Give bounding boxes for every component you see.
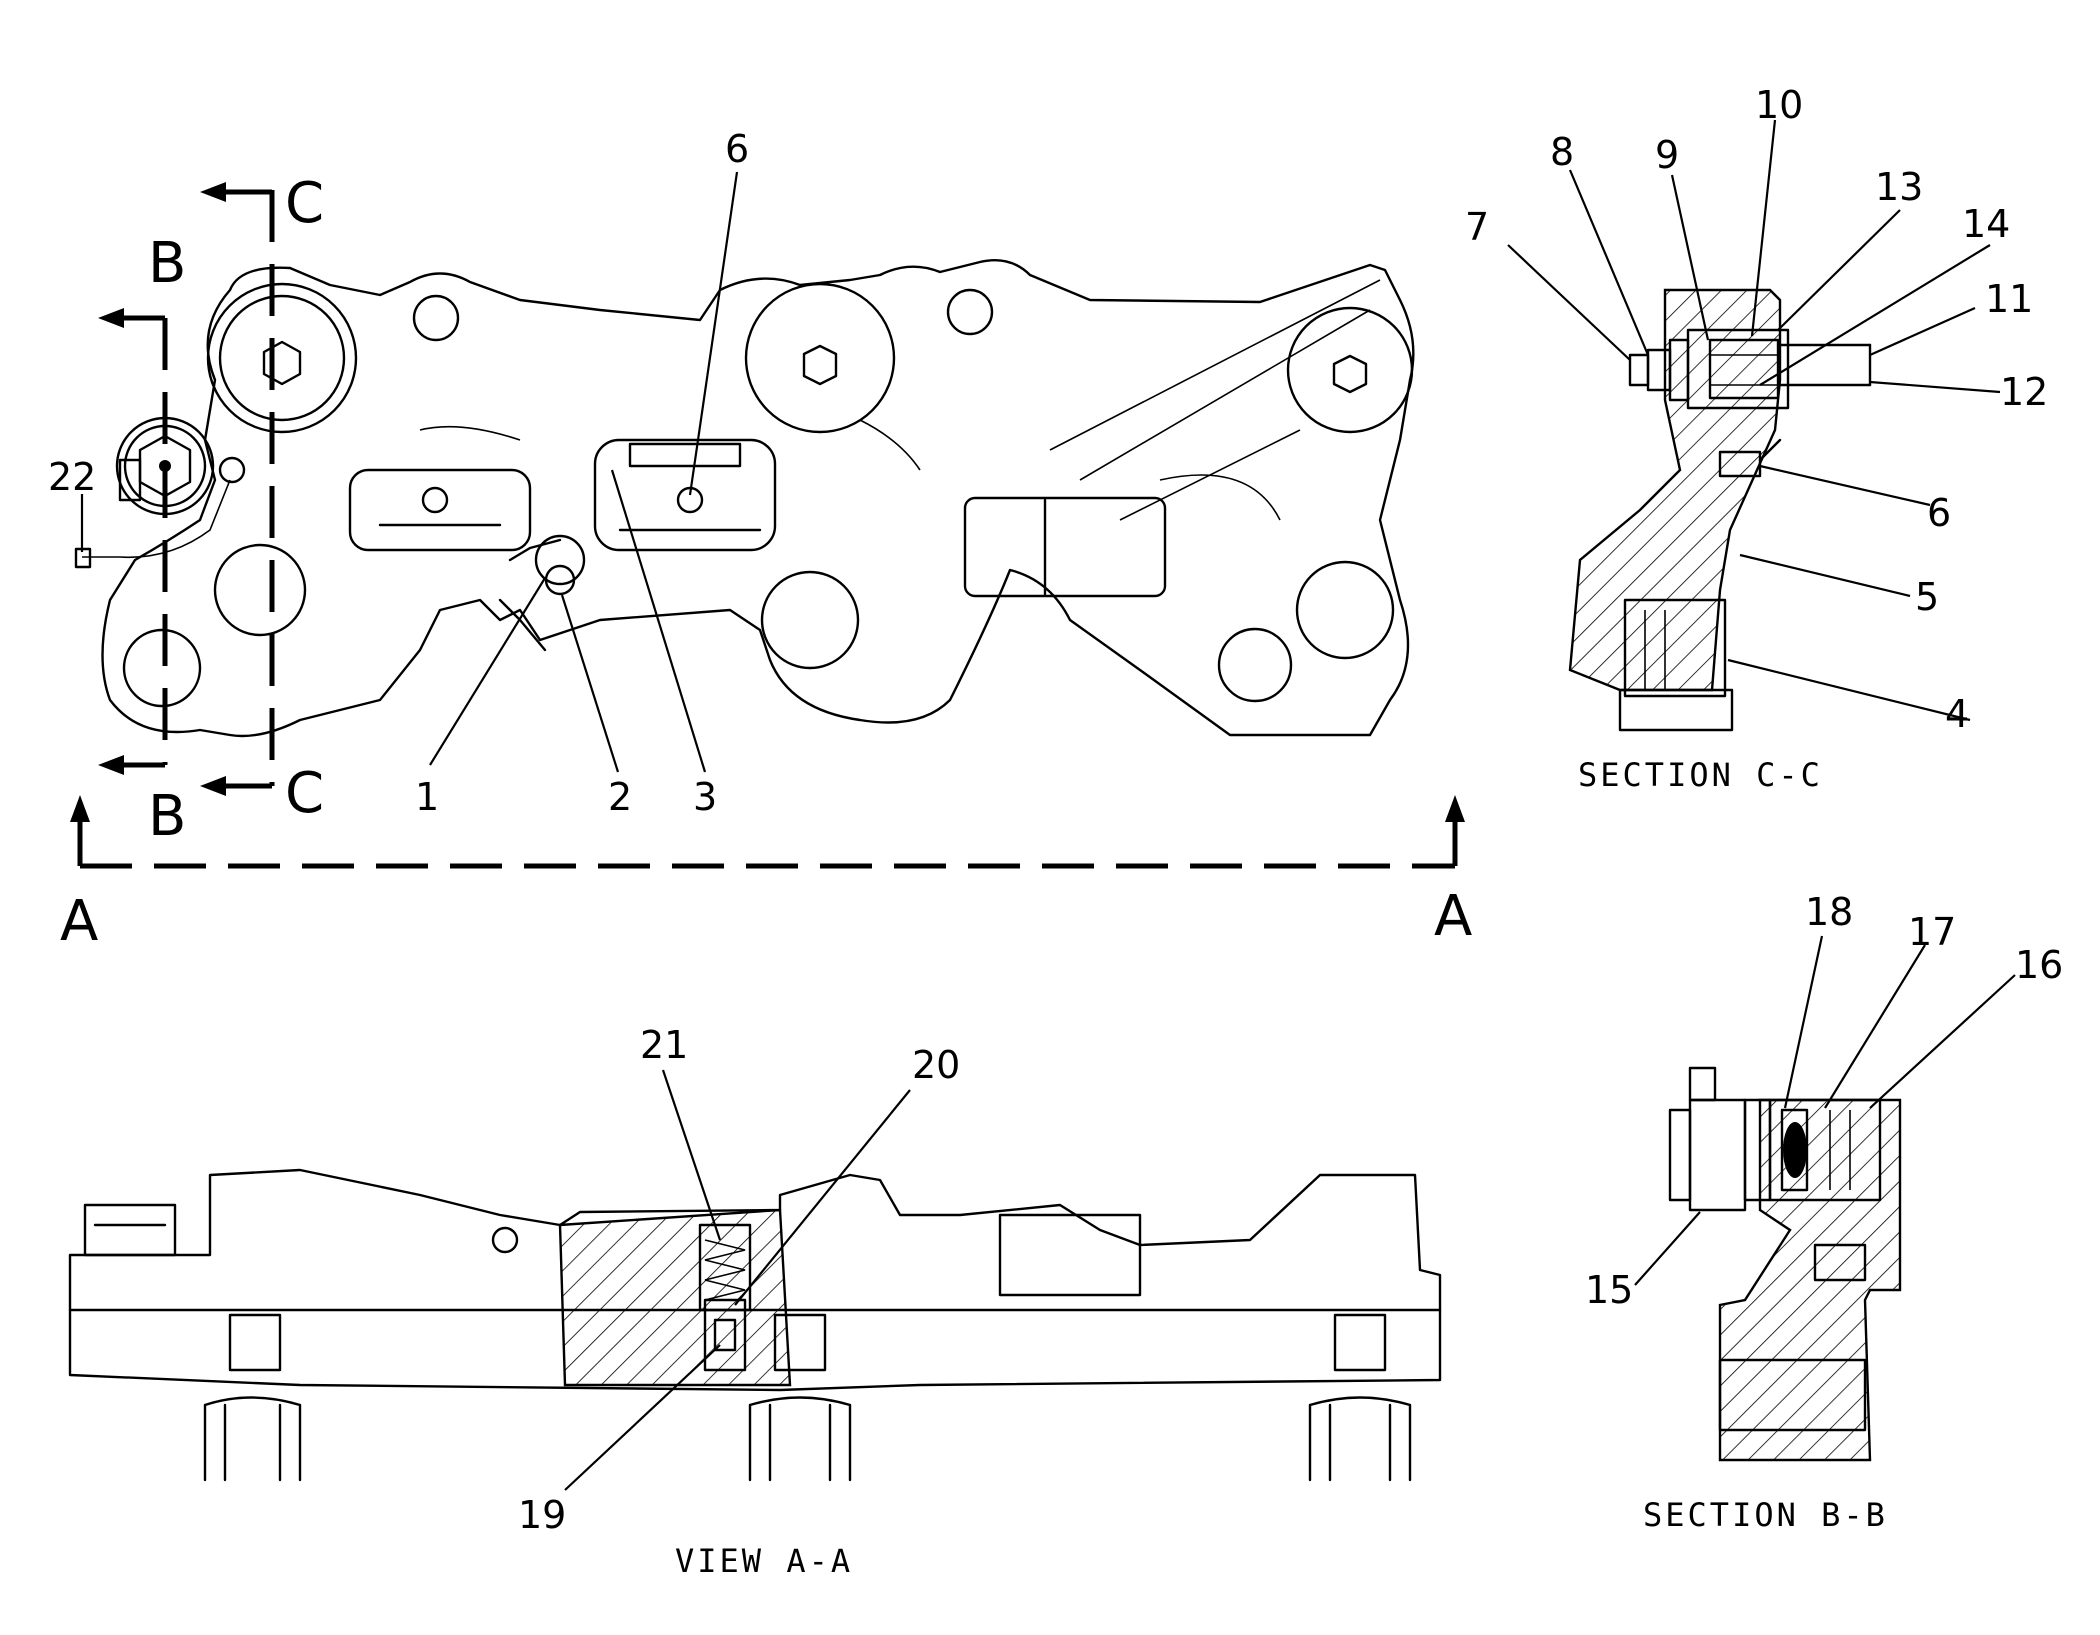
section-letter-c-top: C — [285, 171, 324, 236]
callout-15: 15 — [1585, 1268, 1633, 1312]
section-cc — [1568, 288, 1872, 732]
view-aa-leaders — [564, 1069, 911, 1491]
callout-2: 2 — [608, 775, 632, 819]
callout-3: 3 — [693, 775, 717, 819]
callout-9: 9 — [1655, 133, 1679, 177]
caption-section-bb: SECTION B-B — [1643, 1496, 1888, 1534]
callout-6-top-view: 6 — [725, 127, 749, 171]
view-aa — [68, 1168, 1442, 1482]
callout-20: 20 — [912, 1043, 960, 1087]
callout-6-section-cc: 6 — [1927, 491, 1951, 535]
section-bb — [1668, 1066, 1902, 1462]
callout-18: 18 — [1805, 890, 1853, 934]
callout-1: 1 — [415, 775, 439, 819]
callout-13: 13 — [1875, 165, 1923, 209]
view-line-a — [70, 795, 1465, 869]
callout-5: 5 — [1915, 575, 1939, 619]
caption-section-cc: SECTION C-C — [1578, 756, 1823, 794]
callout-10: 10 — [1755, 83, 1803, 127]
view-letter-a-left: A — [60, 889, 98, 954]
view-letter-a-right: A — [1434, 884, 1472, 949]
section-letter-b-top: B — [148, 231, 186, 296]
section-bb-leaders — [1634, 935, 2016, 1286]
callout-14: 14 — [1962, 202, 2010, 246]
callout-7: 7 — [1465, 205, 1489, 249]
callout-4: 4 — [1945, 692, 1969, 736]
section-line-c — [200, 182, 275, 796]
top-view — [74, 258, 1415, 738]
callout-12: 12 — [2000, 370, 2048, 414]
caption-view-aa: VIEW A-A — [675, 1542, 853, 1580]
section-line-b — [98, 308, 168, 775]
section-letter-b-bottom: B — [148, 784, 186, 849]
callout-17: 17 — [1908, 910, 1956, 954]
callout-22: 22 — [48, 455, 96, 499]
callout-21: 21 — [640, 1023, 688, 1067]
callout-11: 11 — [1985, 277, 2033, 321]
callout-16: 16 — [2015, 943, 2063, 987]
callout-19: 19 — [518, 1493, 566, 1537]
section-letter-c-bottom: C — [285, 761, 324, 826]
callout-8: 8 — [1550, 130, 1574, 174]
top-view-leaders — [80, 171, 739, 773]
section-cc-leaders — [1507, 119, 2001, 722]
